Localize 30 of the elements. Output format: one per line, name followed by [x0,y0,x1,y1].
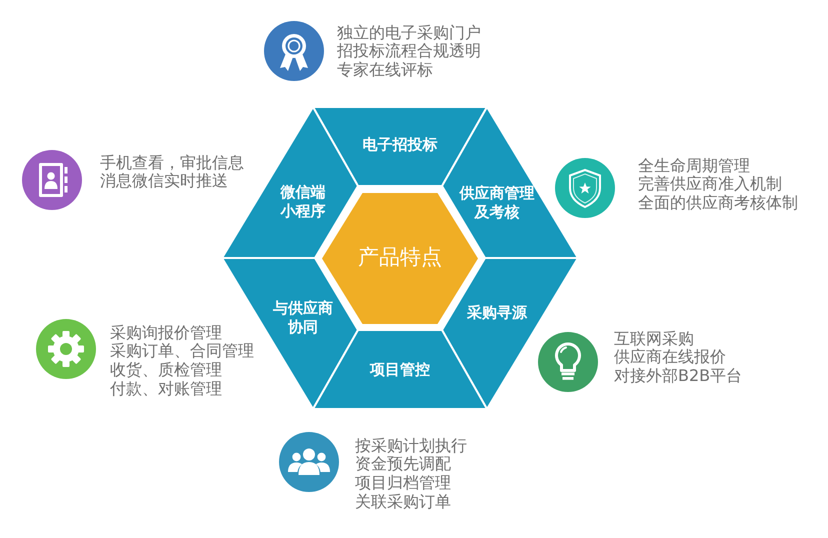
feature-text: 按采购计划执行 [355,436,467,454]
hexagon-segment [313,107,487,186]
feature-text: 手机查看，审批信息 [100,152,244,172]
feature-text: 全面的供应商考核体制 [638,193,798,212]
feature-text: 互联网采购 [614,328,694,348]
segment-label: 供应商管理及考核 [460,184,534,222]
feature-text: 供应商在线报价 [614,347,726,366]
segment-label: 与供应商协同 [273,299,333,337]
feature-text: 关联采购订单 [355,492,451,511]
center-label: 产品特点 [358,244,442,270]
segment-label: 微信端小程序 [280,183,326,221]
segment-label: 项目管控 [370,360,430,380]
feature-text: 独立的电子采购门户 [337,22,481,42]
feature-text: 采购询报价管理 [110,322,222,342]
hexagon-segment [442,258,578,409]
feature-text: 项目归档管理 [355,473,451,492]
feature-text: 消息微信实时推送 [100,171,228,190]
feature-text: 资金预先调配 [355,454,451,474]
feature-text: 采购订单、合同管理 [110,341,254,360]
hexagon-segment [222,258,358,409]
feature-text: 付款、对账管理 [110,378,222,398]
hexagon-segment [442,107,578,258]
feature-text: 完善供应商准入机制 [638,174,782,194]
feature-text: 全生命周期管理 [638,156,750,174]
feature-text: 招投标流程合规透明 [337,41,481,60]
feature-text: 对接外部B2B平台 [614,366,742,386]
segment-label: 电子招投标 [362,136,438,154]
feature-text: 收货、质检管理 [110,360,222,380]
segment-label: 采购寻源 [467,304,527,322]
feature-text: 专家在线评标 [337,60,433,80]
